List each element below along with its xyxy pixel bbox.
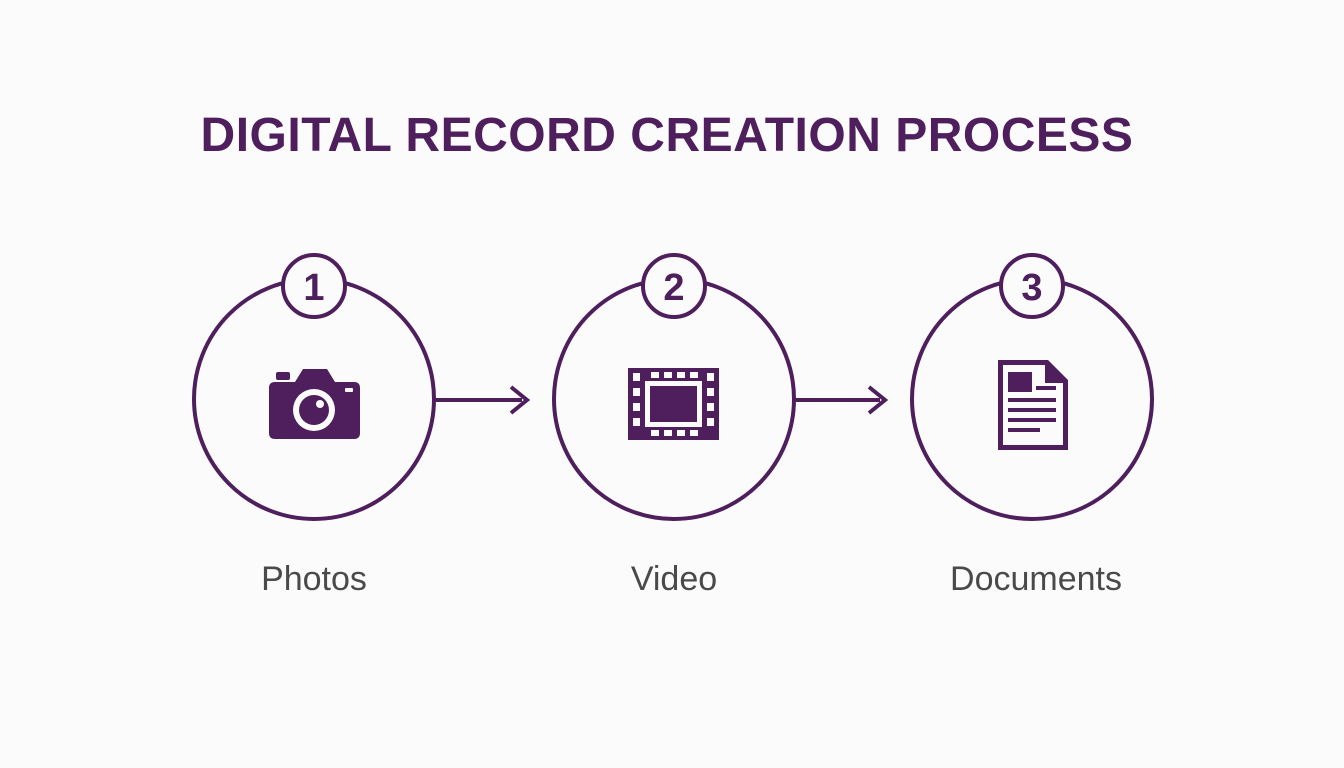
diagram-title: DIGITAL RECORD CREATION PROCESS	[200, 109, 1134, 162]
film-icon	[628, 368, 719, 440]
step-number-2: 2	[663, 267, 684, 309]
step-number-3: 3	[1021, 267, 1042, 309]
camera-icon	[269, 369, 360, 439]
step-number-1: 1	[303, 267, 324, 309]
arrow-2-to-3	[794, 385, 889, 415]
arrow-1-to-2	[434, 385, 531, 415]
step-label-2: Video	[630, 560, 718, 598]
step-label-1: Photos	[261, 560, 367, 598]
step-label-3: Documents	[950, 560, 1122, 598]
step-badge-3	[999, 253, 1065, 319]
document-icon	[998, 360, 1068, 450]
step-badge-1	[281, 253, 347, 319]
step-badge-2	[641, 253, 707, 319]
